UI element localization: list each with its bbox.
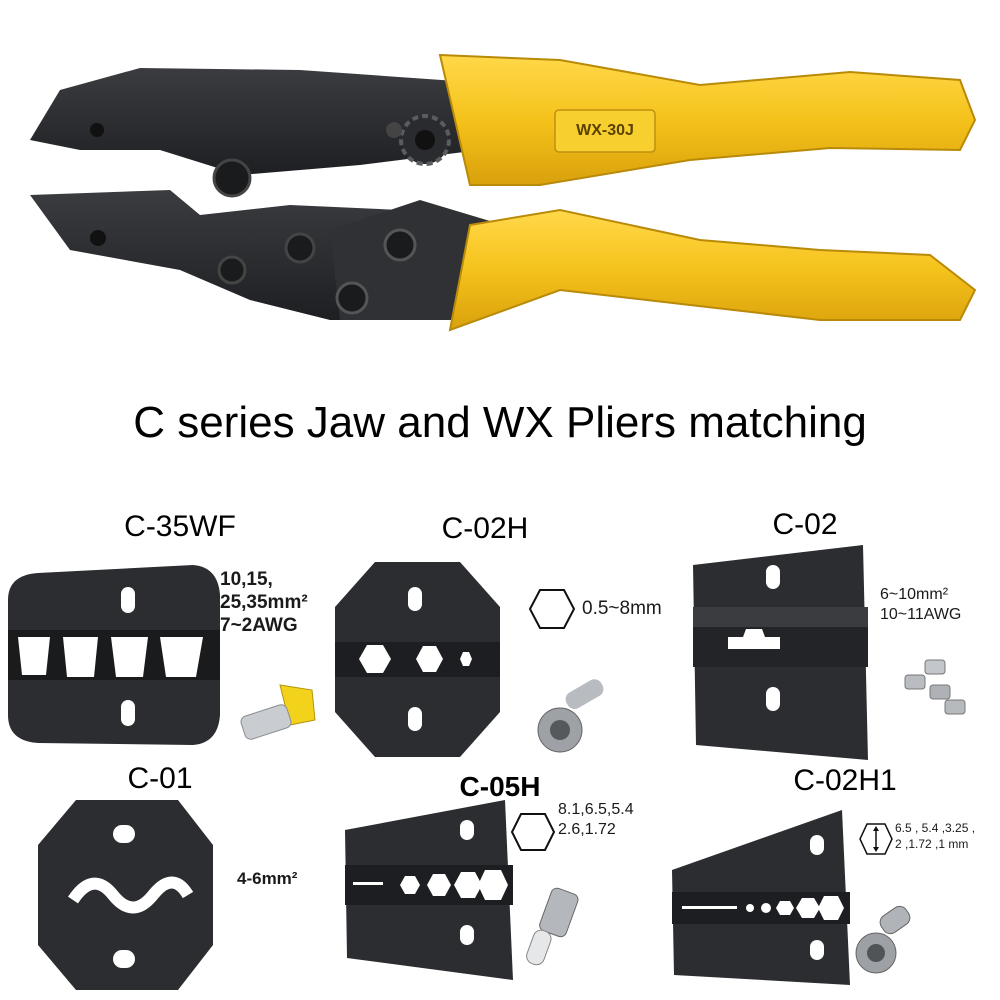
upper-jaw xyxy=(30,68,480,175)
bolt-icon xyxy=(90,123,104,137)
upper-handle xyxy=(438,53,977,186)
bolt-icon xyxy=(415,130,435,150)
jaw-title-c05h: C-05H xyxy=(459,771,541,802)
spec-line: 10,15, xyxy=(220,569,273,590)
bolt-icon xyxy=(383,228,417,262)
jaw-die-c02h xyxy=(335,562,500,757)
spec-c02h: 0.5~8mm xyxy=(582,598,662,619)
bolt-icon xyxy=(217,255,247,285)
spec-line: 2 ,1.72 ,1 mm xyxy=(895,837,969,851)
jaw-title-c02h1: C-02H1 xyxy=(793,764,897,797)
spec-c05h: 8.1,6.5,5.4 2.6,1.72 xyxy=(558,800,634,840)
jaw-title-c02h: C-02H xyxy=(441,512,529,545)
model-label-plate xyxy=(554,109,656,153)
bolt-icon xyxy=(212,158,252,198)
spec-c35wf: 10,15, 25,35mm² 7~2AWG xyxy=(220,568,308,637)
ferrule-terminal-image xyxy=(240,684,316,740)
spec-line: 8.1,6.5,5.4 xyxy=(558,801,634,818)
spec-line: 2.6,1.72 xyxy=(558,821,616,838)
jaw-die-c35wf xyxy=(8,565,220,745)
jaw-title-c35wf: C-35WF xyxy=(124,510,236,543)
bolt-icon xyxy=(284,232,316,264)
spec-line: 10~11AWG xyxy=(880,606,962,623)
spec-line: 7~2AWG xyxy=(220,615,298,636)
sleeve-connectors-image xyxy=(904,659,966,715)
hexagon-arrow-icon xyxy=(859,823,893,855)
pliers-model-label: WX-30J xyxy=(576,122,634,139)
crimping-pliers-image xyxy=(30,53,977,332)
spec-line: 25,35mm² xyxy=(220,592,308,613)
bnc-connector-image xyxy=(537,679,604,753)
jaw-die-c02 xyxy=(693,545,868,760)
jaw-die-c01 xyxy=(38,800,213,990)
spec-line: 6.5 , 5.4 ,3.25 , xyxy=(895,821,976,835)
jaw-title-c02: C-02 xyxy=(772,508,838,541)
bolt-icon xyxy=(90,230,106,246)
bnc-connector-image xyxy=(855,905,911,974)
bolt-icon xyxy=(386,122,402,138)
bolt-icon xyxy=(335,281,369,315)
coax-connector-image xyxy=(526,887,579,966)
spec-c02h1: 6.5 , 5.4 ,3.25 , 2 ,1.72 ,1 mm xyxy=(895,820,975,852)
jaw-title-c01: C-01 xyxy=(127,762,193,795)
hexagon-icon xyxy=(510,813,556,851)
jaw-die-c05h xyxy=(345,800,513,980)
headline: C series Jaw and WX Pliers matching xyxy=(133,398,867,447)
jaw-die-c02h1 xyxy=(672,810,850,985)
lower-handle xyxy=(448,208,977,332)
spec-c01: 4-6mm² xyxy=(237,869,298,888)
spec-line: 6~10mm² xyxy=(880,586,949,603)
hexagon-icon xyxy=(528,589,576,629)
spec-c02: 6~10mm² 10~11AWG xyxy=(880,585,961,625)
